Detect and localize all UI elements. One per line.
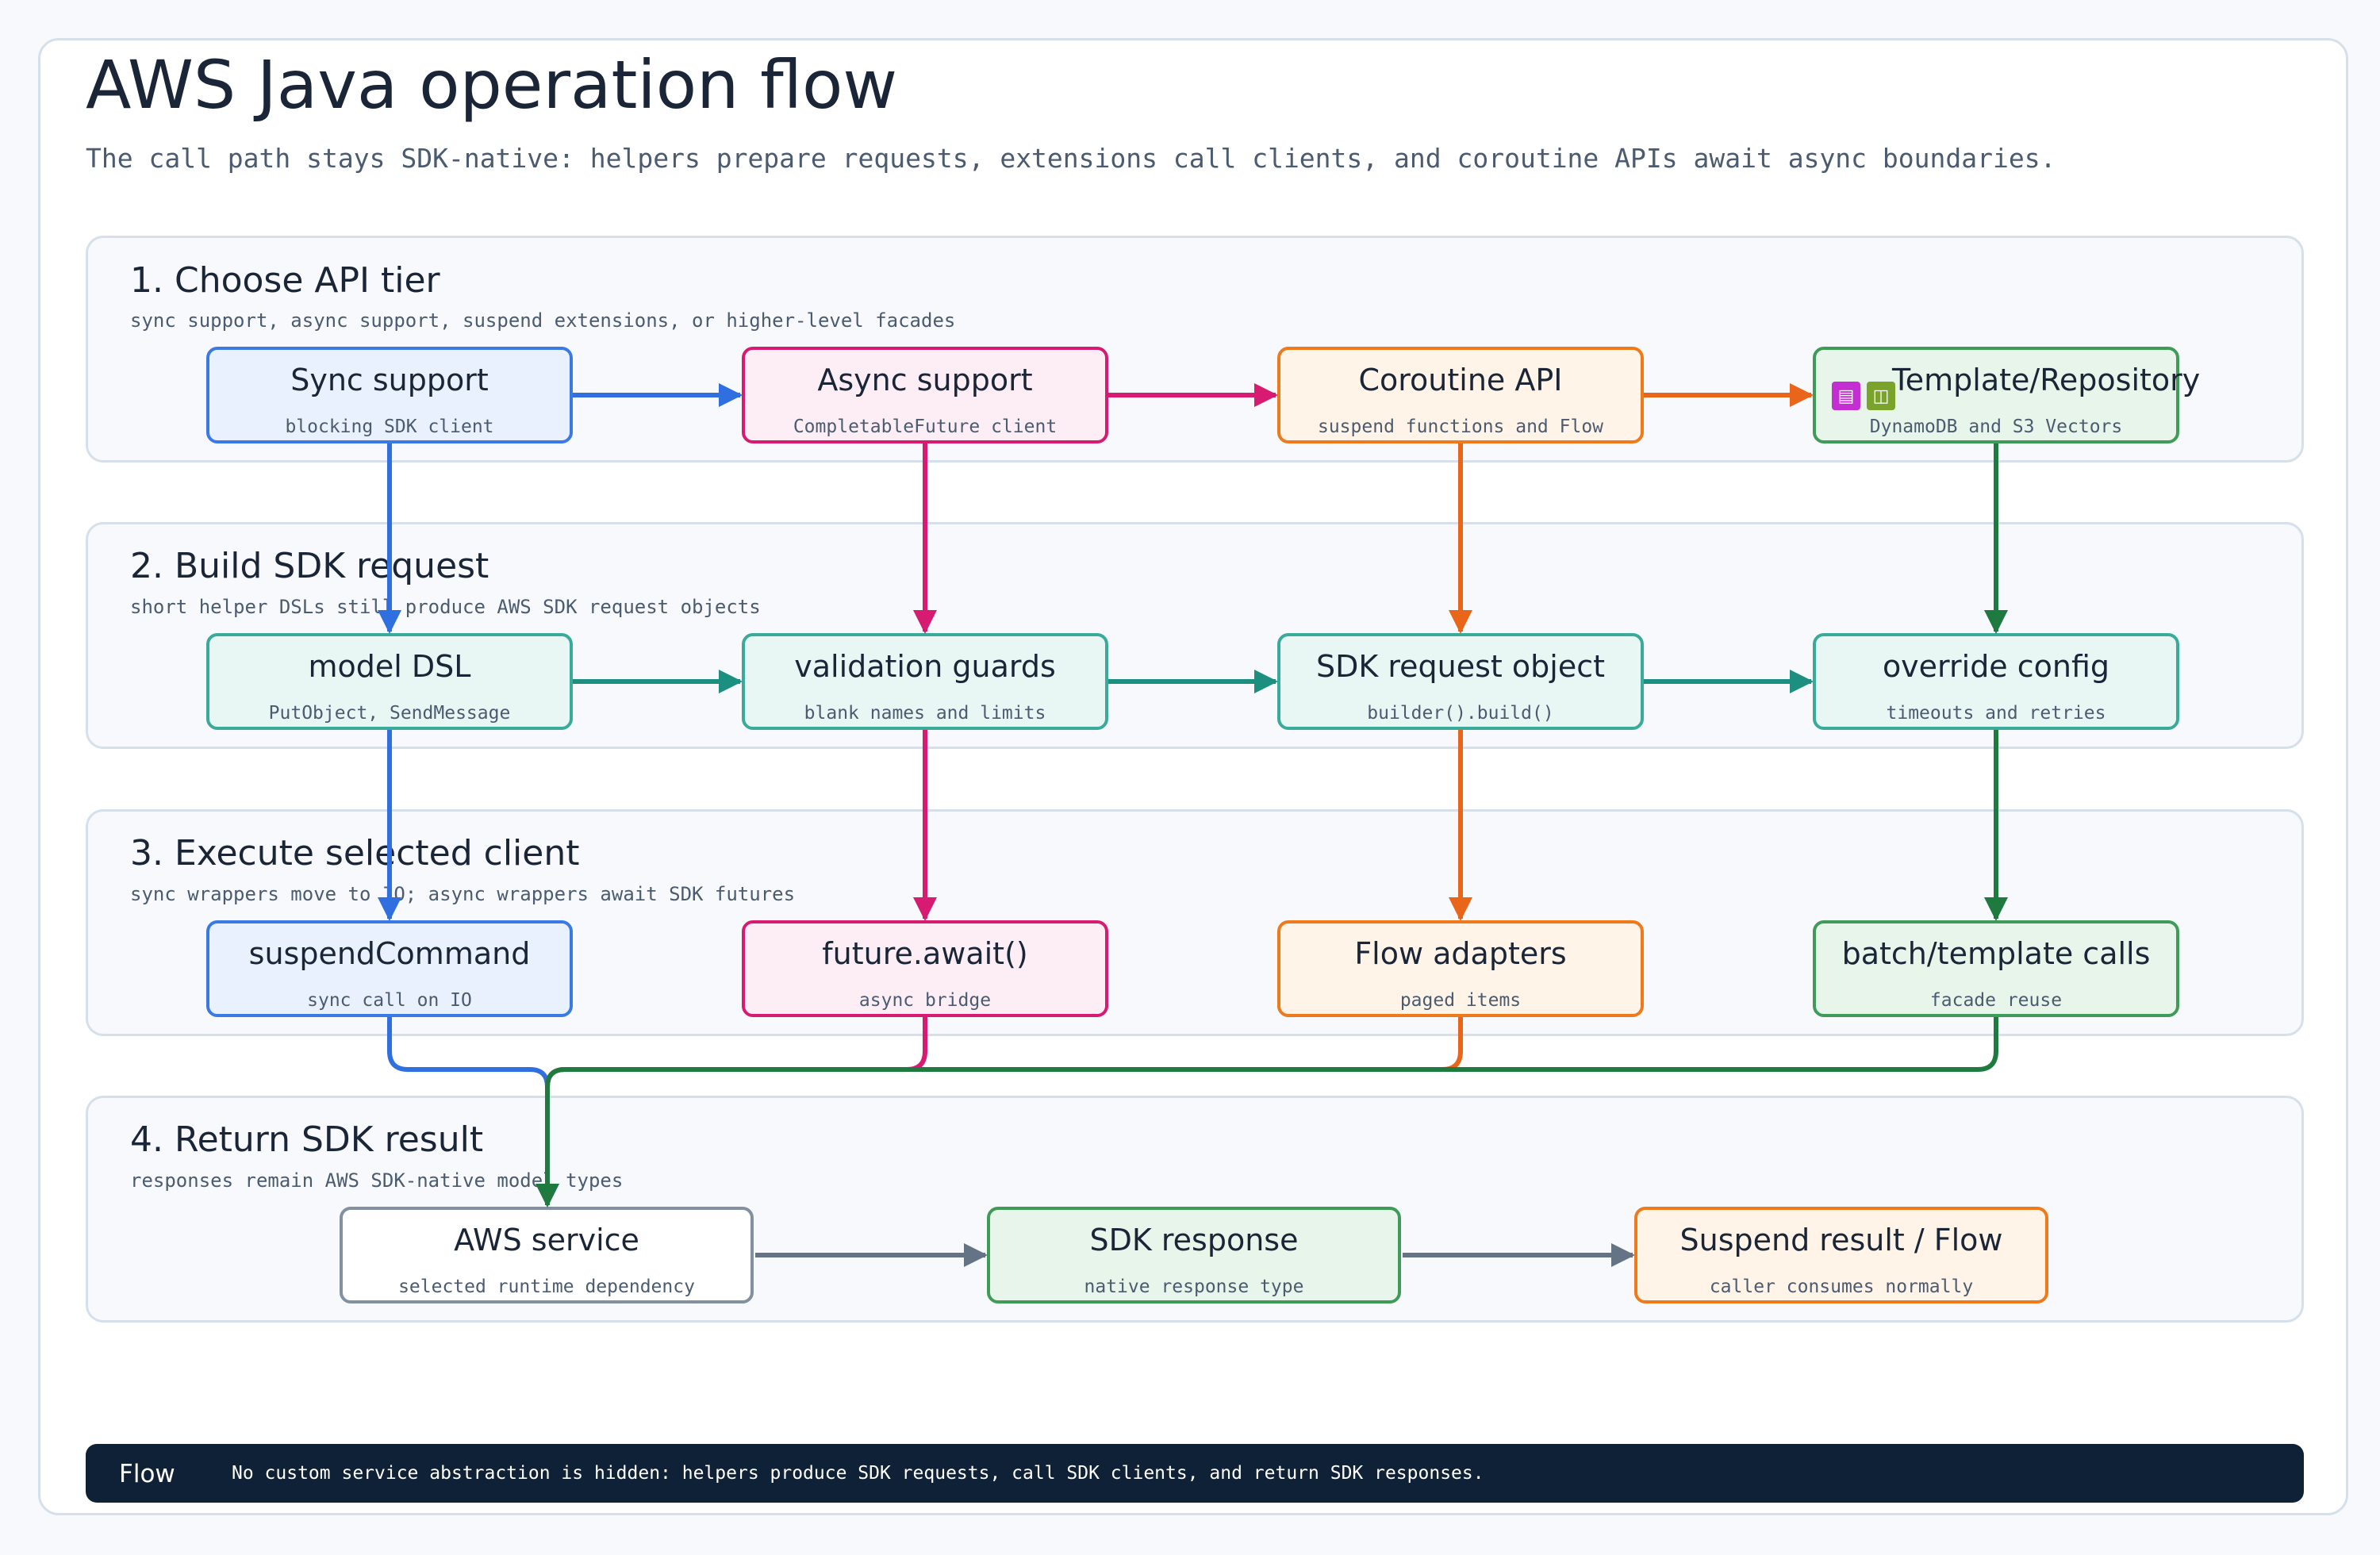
node-title: Coroutine API — [1358, 363, 1563, 397]
node-title: Flow adapters — [1354, 936, 1567, 971]
node-subtitle: sync call on IO — [307, 990, 472, 1011]
node-title: override config — [1882, 649, 2110, 684]
node-subtitle: CompletableFuture client — [793, 417, 1058, 437]
node-title: validation guards — [794, 649, 1056, 684]
s3-vectors-icon: ◫ — [1867, 382, 1895, 410]
node-validation-guards: validation guards blank names and limits — [742, 633, 1108, 730]
node-model-dsl: model DSL PutObject, SendMessage — [206, 633, 573, 730]
node-subtitle: blank names and limits — [804, 703, 1046, 724]
node-subtitle: DynamoDB and S3 Vectors — [1869, 417, 2123, 437]
node-aws-service: AWS service selected runtime dependency — [340, 1207, 754, 1304]
section-title: 2. Build SDK request — [130, 546, 489, 586]
node-subtitle: PutObject, SendMessage — [268, 703, 511, 724]
node-subtitle: native response type — [1084, 1277, 1304, 1297]
node-title: future.await() — [822, 936, 1028, 971]
node-subtitle: builder().build() — [1367, 703, 1554, 724]
node-suspend-result: Suspend result / Flow caller consumes no… — [1634, 1207, 2048, 1304]
node-title: Suspend result / Flow — [1679, 1223, 2003, 1257]
section-title: 1. Choose API tier — [130, 260, 440, 301]
footer-note-bar: Flow No custom service abstraction is hi… — [86, 1444, 2304, 1503]
node-sdk-request-object: SDK request object builder().build() — [1277, 633, 1644, 730]
node-title: SDK response — [1089, 1223, 1299, 1257]
node-subtitle: timeouts and retries — [1886, 703, 2106, 724]
node-subtitle: suspend functions and Flow — [1317, 417, 1604, 437]
node-title: model DSL — [308, 649, 471, 684]
dynamodb-icon: ▤ — [1832, 382, 1860, 410]
footer-text: No custom service abstraction is hidden:… — [232, 1463, 1484, 1484]
node-subtitle: blocking SDK client — [285, 417, 494, 437]
section-subtitle: responses remain AWS SDK-native model ty… — [130, 1169, 624, 1192]
footer-label: Flow — [119, 1460, 175, 1488]
node-subtitle: selected runtime dependency — [398, 1277, 695, 1297]
node-subtitle: async bridge — [858, 990, 992, 1011]
section-subtitle: sync wrappers move to IO; async wrappers… — [130, 883, 796, 905]
node-batch-template-calls: batch/template calls facade reuse — [1813, 920, 2179, 1017]
node-subtitle: caller consumes normally — [1709, 1277, 1974, 1297]
page-subtitle: The call path stays SDK-native: helpers … — [86, 143, 2056, 174]
node-title: Async support — [817, 363, 1033, 397]
node-async-support: Async support CompletableFuture client — [742, 347, 1108, 443]
section-subtitle: sync support, async support, suspend ext… — [130, 309, 956, 332]
node-template-repository: ▤ ◫ Template/Repository DynamoDB and S3 … — [1813, 347, 2200, 443]
node-subtitle: facade reuse — [1929, 990, 2063, 1011]
node-subtitle: paged items — [1399, 990, 1522, 1011]
node-flow-adapters: Flow adapters paged items — [1277, 920, 1644, 1017]
node-sdk-response: SDK response native response type — [987, 1207, 1401, 1304]
node-override-config: override config timeouts and retries — [1813, 633, 2179, 730]
node-suspend-command: suspendCommand sync call on IO — [206, 920, 573, 1017]
node-title: Template/Repository — [1892, 363, 2201, 397]
node-title: batch/template calls — [1841, 936, 2151, 971]
section-title: 4. Return SDK result — [130, 1119, 484, 1160]
node-coroutine-api: Coroutine API suspend functions and Flow — [1277, 347, 1644, 443]
section-subtitle: short helper DSLs still produce AWS SDK … — [130, 596, 761, 618]
node-sync-support: Sync support blocking SDK client — [206, 347, 573, 443]
node-future-await: future.await() async bridge — [742, 920, 1108, 1017]
page-title: AWS Java operation flow — [86, 46, 898, 124]
section-title: 3. Execute selected client — [130, 833, 580, 873]
node-title: Sync support — [290, 363, 489, 397]
node-title: AWS service — [454, 1223, 639, 1257]
node-title: suspendCommand — [248, 936, 531, 971]
node-title: SDK request object — [1315, 649, 1605, 684]
